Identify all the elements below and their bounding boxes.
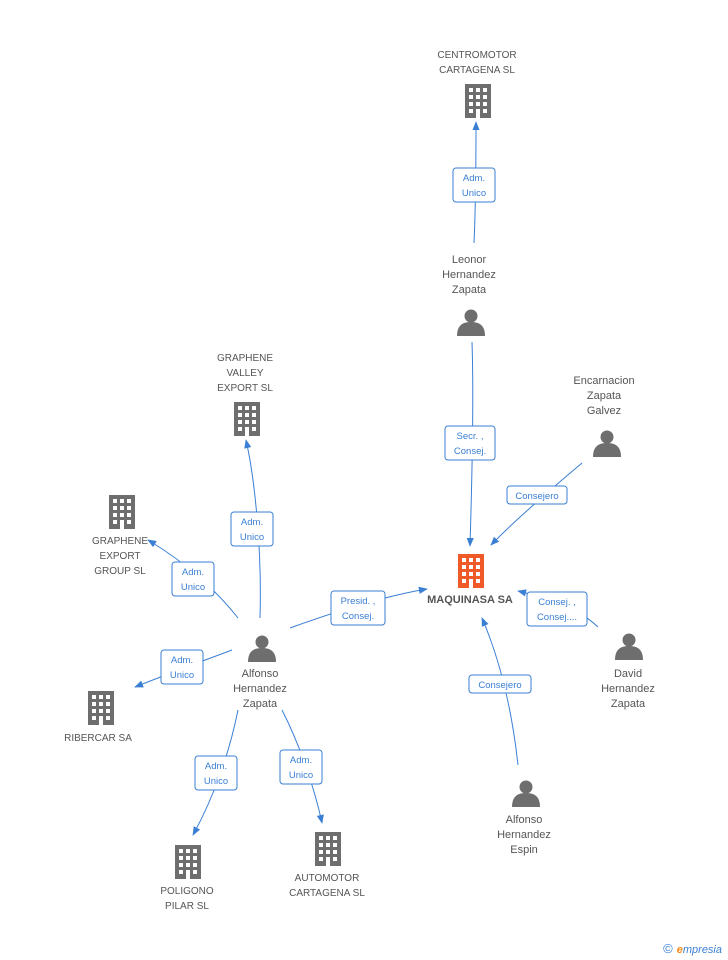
building-icon: [234, 402, 260, 436]
svg-text:Unico: Unico: [170, 670, 194, 681]
edge-line-encarnacion-maquinasa: [490, 462, 583, 546]
svg-text:Unico: Unico: [289, 770, 313, 781]
svg-text:Leonor: Leonor: [452, 254, 487, 266]
copyright-icon: ©: [663, 941, 673, 956]
edge-label[interactable]: Consejero: [468, 674, 532, 694]
company-node-graphene-export[interactable]: GRAPHENE EXPORT GROUP SL: [92, 495, 148, 577]
svg-text:Adm.: Adm.: [205, 761, 227, 772]
building-icon: [88, 691, 114, 725]
building-icon: [109, 495, 135, 529]
edge-label[interactable]: Adm. Unico: [230, 511, 274, 547]
svg-text:Zapata: Zapata: [587, 390, 622, 402]
svg-text:Unico: Unico: [181, 582, 205, 593]
edge-lines: [134, 121, 599, 836]
svg-text:GRAPHENE: GRAPHENE: [92, 536, 148, 547]
person-icon: [248, 635, 276, 662]
edge-label[interactable]: Consej. , Consej....: [526, 591, 588, 627]
svg-text:Secr. ,: Secr. ,: [457, 431, 484, 442]
person-node-alfonso-espin[interactable]: Alfonso Hernandez Espin: [497, 780, 551, 857]
person-node-david[interactable]: David Hernandez Zapata: [601, 633, 655, 711]
svg-text:GRAPHENE: GRAPHENE: [217, 353, 273, 364]
company-node-centromotor[interactable]: CENTROMOTOR CARTAGENA SL: [437, 50, 517, 118]
building-icon: [175, 845, 201, 879]
svg-text:Adm.: Adm.: [290, 755, 312, 766]
edge-label[interactable]: Consejero: [506, 485, 568, 505]
svg-text:POLIGONO: POLIGONO: [160, 886, 214, 897]
svg-text:CARTAGENA SL: CARTAGENA SL: [439, 65, 515, 76]
svg-text:Galvez: Galvez: [587, 405, 621, 417]
building-icon: [458, 554, 484, 588]
svg-text:VALLEY: VALLEY: [226, 368, 263, 379]
svg-text:Consejero: Consejero: [515, 491, 558, 502]
svg-text:Zapata: Zapata: [243, 698, 278, 710]
person-icon: [512, 780, 540, 807]
brand-footer[interactable]: ©empresia: [663, 941, 722, 956]
svg-text:Consej....: Consej....: [537, 612, 577, 623]
svg-text:Adm.: Adm.: [241, 517, 263, 528]
svg-text:David: David: [614, 668, 642, 680]
edge-label[interactable]: Adm. Unico: [279, 749, 323, 785]
svg-text:Consej. ,: Consej. ,: [538, 597, 576, 608]
svg-text:AUTOMOTOR: AUTOMOTOR: [295, 873, 360, 884]
edge-label[interactable]: Secr. , Consej.: [444, 425, 496, 461]
svg-text:MAQUINASA SA: MAQUINASA SA: [427, 594, 513, 606]
company-node-automotor[interactable]: AUTOMOTOR CARTAGENA SL: [289, 832, 365, 899]
svg-text:GROUP SL: GROUP SL: [94, 566, 146, 577]
edge-label[interactable]: Adm. Unico: [171, 561, 215, 597]
svg-text:Consejero: Consejero: [478, 680, 521, 691]
person-node-encarnacion[interactable]: Encarnacion Zapata Galvez: [573, 375, 635, 457]
svg-text:Hernandez: Hernandez: [601, 683, 655, 695]
brand-logo-text: mpresia: [682, 944, 722, 956]
svg-text:Encarnacion: Encarnacion: [573, 375, 634, 387]
svg-text:EXPORT SL: EXPORT SL: [217, 383, 273, 394]
svg-text:Hernandez: Hernandez: [497, 829, 551, 841]
person-icon: [615, 633, 643, 660]
person-node-alfonso-zapata[interactable]: Alfonso Hernandez Zapata: [233, 635, 287, 711]
person-node-leonor[interactable]: Leonor Hernandez Zapata: [442, 254, 496, 336]
svg-text:Alfonso: Alfonso: [506, 814, 543, 826]
edge-label[interactable]: Presid. , Consej.: [330, 590, 386, 626]
svg-text:Unico: Unico: [204, 776, 228, 787]
company-node-maquinasa[interactable]: MAQUINASA SA: [427, 554, 513, 606]
svg-text:CARTAGENA SL: CARTAGENA SL: [289, 888, 365, 899]
svg-text:Espin: Espin: [510, 844, 538, 856]
svg-text:CENTROMOTOR: CENTROMOTOR: [437, 50, 516, 61]
svg-text:EXPORT: EXPORT: [100, 551, 141, 562]
svg-text:Unico: Unico: [240, 532, 264, 543]
person-icon: [593, 430, 621, 457]
svg-text:Adm.: Adm.: [171, 655, 193, 666]
svg-text:Zapata: Zapata: [452, 284, 487, 296]
svg-text:Consej.: Consej.: [342, 611, 374, 622]
edge-label[interactable]: Adm. Unico: [160, 649, 204, 685]
svg-text:PILAR SL: PILAR SL: [165, 901, 209, 912]
building-icon: [315, 832, 341, 866]
edge-label[interactable]: Adm. Unico: [452, 167, 496, 203]
svg-text:Hernandez: Hernandez: [233, 683, 287, 695]
building-icon: [465, 84, 491, 118]
svg-text:Hernandez: Hernandez: [442, 269, 496, 281]
company-node-poligono[interactable]: POLIGONO PILAR SL: [160, 845, 214, 912]
svg-text:Adm.: Adm.: [182, 567, 204, 578]
brand-logo-e: e: [676, 944, 683, 956]
edge-label[interactable]: Adm. Unico: [194, 755, 238, 791]
person-icon: [457, 309, 485, 336]
svg-text:Consej.: Consej.: [454, 446, 486, 457]
svg-text:RIBERCAR SA: RIBERCAR SA: [64, 733, 132, 744]
company-node-ribercar[interactable]: RIBERCAR SA: [64, 691, 132, 744]
company-node-graphene-valley[interactable]: GRAPHENE VALLEY EXPORT SL: [217, 353, 273, 436]
svg-text:Presid. ,: Presid. ,: [341, 596, 376, 607]
svg-text:Zapata: Zapata: [611, 698, 646, 710]
svg-text:Unico: Unico: [462, 188, 486, 199]
svg-text:Alfonso: Alfonso: [242, 668, 279, 680]
svg-text:Adm.: Adm.: [463, 173, 485, 184]
